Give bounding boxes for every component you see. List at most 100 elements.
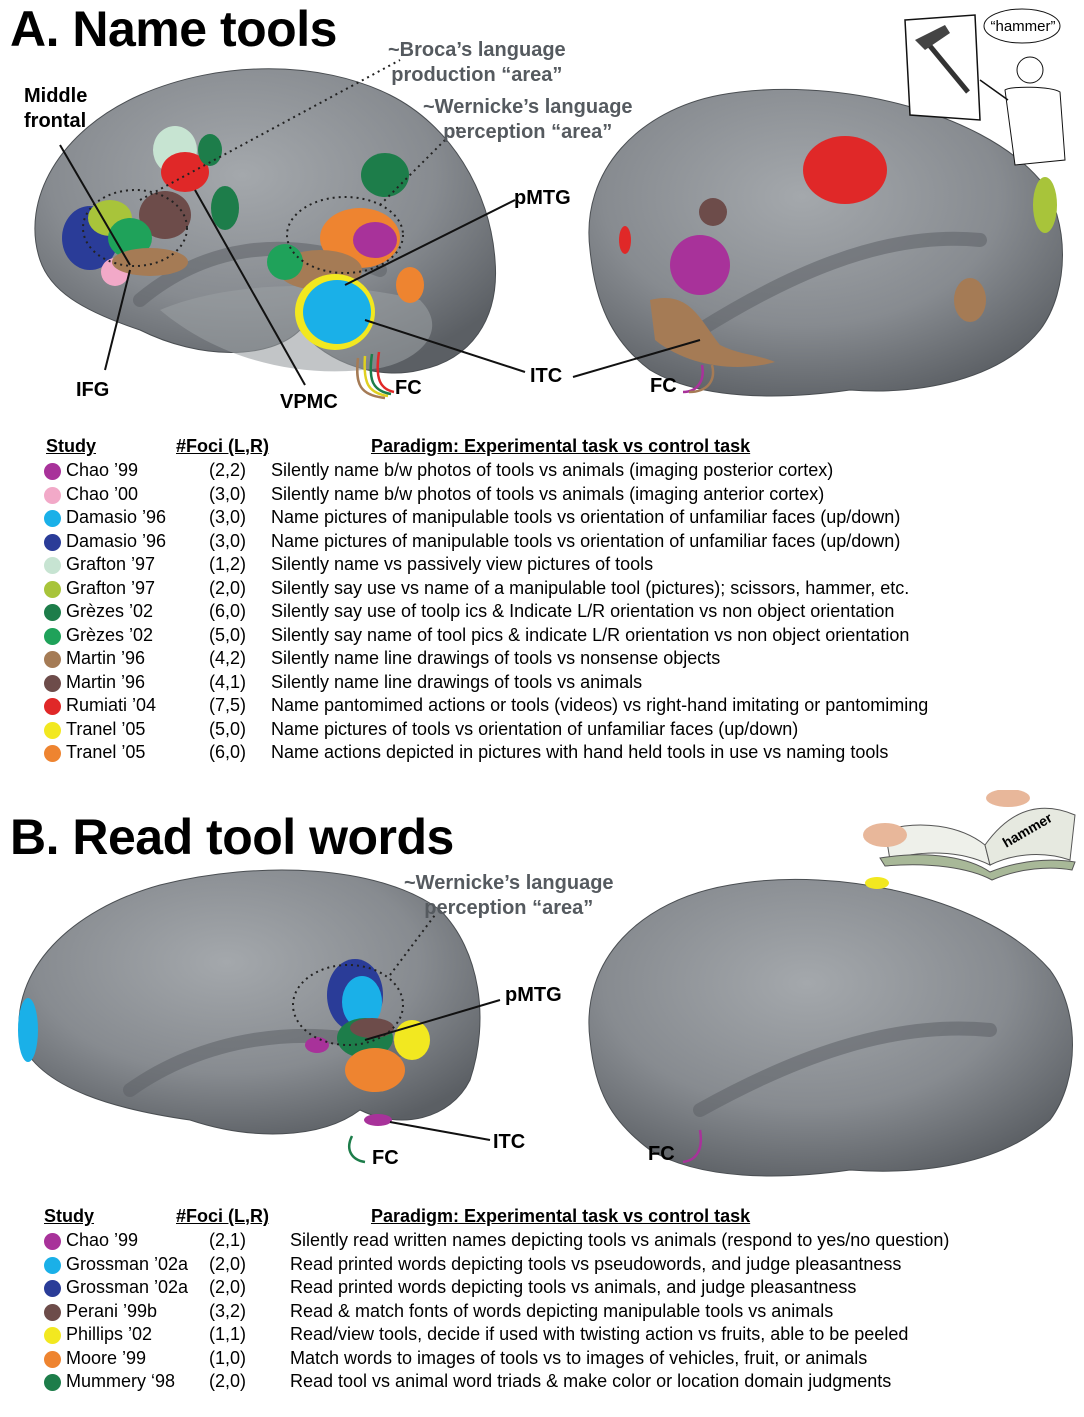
legend-paradigm: Read printed words depicting tools vs an…	[290, 1277, 857, 1297]
legend-study: Phillips ’02	[66, 1324, 153, 1344]
legend-paradigm: Name pictures of manipulable tools vs or…	[271, 530, 901, 551]
legend-color-dot	[44, 510, 61, 527]
legend-study: Perani ’99b	[66, 1300, 158, 1321]
focus-brown	[699, 198, 727, 226]
fc-arrow-yellow	[363, 355, 389, 398]
legend-row: Grèzes ’02(5,0)Silently say name of tool…	[44, 625, 1074, 649]
legend-rows: Chao ’99(2,2)Silently name b/w photos of…	[44, 460, 1074, 766]
legend-study: Chao ’00	[66, 483, 139, 504]
leader-ifg	[104, 269, 131, 371]
legend-row: Grèzes ’02(6,0)Silently say use of toolp…	[44, 601, 1074, 625]
fc-arrow-magenta	[682, 364, 704, 394]
legend-paradigm: Read tool vs animal word triads & make c…	[290, 1371, 892, 1391]
legend-study: Martin ’96	[66, 648, 146, 668]
hammer-handle-icon	[923, 38, 970, 94]
panel-a-legend: Study #Foci (L,R) Paradigm: Experimental…	[44, 436, 1074, 766]
legend-paradigm: Read/view tools, decide if used with twi…	[290, 1324, 909, 1344]
legend-paradigm: Silently say use vs name of a manipulabl…	[271, 577, 910, 598]
fc-arrow-brown	[356, 357, 386, 400]
legend-color-dot	[44, 1374, 61, 1391]
leader-middle-frontal	[59, 144, 131, 266]
hand-left	[863, 823, 907, 847]
legend-color-dot	[44, 580, 61, 598]
legend-header-study: Study	[46, 436, 97, 456]
legend-color-dot	[44, 557, 61, 574]
hammer-head-icon	[915, 25, 950, 50]
legend-foci: (3,2)	[209, 1300, 247, 1321]
legend-study: Chao ’99	[66, 460, 139, 480]
legend-study: Grèzes ’02	[66, 601, 154, 621]
panel-b-legend: Study #Foci (L,R) Paradigm: Experimental…	[44, 1206, 1079, 1395]
fc-left-label-b: FC	[372, 1147, 399, 1169]
fc-arrow-green	[369, 353, 392, 396]
legend-row: Chao ’00(3,0)Silently name b/w photos of…	[44, 484, 1074, 508]
legend-foci: (4,2)	[209, 648, 247, 668]
legend-paradigm: Match words to images of tools vs to ima…	[290, 1347, 868, 1368]
legend-color-dot	[44, 1280, 61, 1297]
legend-color-dot	[44, 651, 61, 668]
legend-study: Grafton ’97	[66, 577, 156, 598]
legend-paradigm: Name actions depicted in pictures with h…	[271, 742, 889, 762]
speech-bubble-text: “hammer”	[990, 18, 1056, 35]
focus-green-dark	[198, 134, 222, 166]
legend-row: Grafton ’97(2,0)Silently say use vs name…	[44, 578, 1074, 602]
legend-header-foci: #Foci (L,R)	[176, 436, 269, 456]
legend-color-dot	[44, 486, 61, 504]
legend-header-foci: #Foci (L,R)	[176, 1206, 269, 1226]
focus-yellow	[865, 877, 889, 889]
legend-study: Tranel ’05	[66, 742, 146, 762]
presenter-illustration	[904, 8, 1066, 166]
legend-foci: (2,0)	[209, 1277, 247, 1297]
legend-study: Damasio ’96	[66, 530, 167, 551]
legend-study: Grèzes ’02	[66, 624, 154, 645]
legend-study: Grossman ’02a	[66, 1253, 189, 1274]
legend-paradigm: Silently say name of tool pics & indicat…	[271, 624, 910, 645]
focus-green-dark-2	[211, 186, 239, 230]
middle-frontal-label: Middle frontal	[24, 85, 88, 132]
broca-label: ~Broca’s language production “area”	[388, 39, 566, 86]
focus-brown	[139, 191, 191, 239]
sylvian-fissure	[693, 1021, 997, 1117]
legend-paradigm: Silently name line drawings of tools vs …	[271, 648, 721, 668]
brain-outline	[588, 88, 1063, 397]
legend-row: Moore ’99(1,0)Match words to images of t…	[44, 1348, 1079, 1372]
focus-magenta	[670, 235, 730, 295]
focus-cyan	[303, 280, 371, 344]
legend-foci: (1,2)	[209, 554, 247, 574]
legend-study: Damasio ’96	[66, 507, 167, 527]
legend-foci: (5,0)	[209, 718, 247, 739]
legend-paradigm: Silently read written names depicting to…	[290, 1230, 950, 1250]
legend-row: Damasio ’96(3,0)Name pictures of manipul…	[44, 531, 1074, 555]
panel-a-right-brain	[572, 88, 1063, 397]
legend-study: Chao ’99	[66, 1230, 139, 1250]
focus-tan	[650, 298, 775, 367]
panel-b-left-brain	[18, 869, 501, 1164]
legend-color-dot	[44, 674, 61, 692]
legend-color-dot	[44, 721, 61, 739]
leader-itc	[364, 319, 526, 373]
legend-row: Phillips ’02(1,1)Read/view tools, decide…	[44, 1324, 1079, 1348]
legend-row: Damasio ’96(3,0)Name pictures of manipul…	[44, 507, 1074, 531]
leader-pmtg	[344, 199, 516, 286]
itc-label-b: ITC	[493, 1131, 526, 1153]
panel-a-title: A. Name tools	[10, 1, 337, 57]
legend-study: Grafton ’97	[66, 554, 156, 574]
legend-color-dot	[44, 1350, 61, 1368]
focus-orange	[345, 1048, 405, 1092]
focus-yellow	[394, 1020, 430, 1060]
focus-orange-2	[396, 267, 424, 303]
legend-row: Tranel ’05(6,0)Name actions depicted in …	[44, 742, 1074, 766]
ifg-label: IFG	[76, 379, 110, 401]
presenter-pointer	[979, 79, 1009, 101]
book-illustration	[863, 790, 1076, 881]
legend-foci: (6,0)	[209, 601, 247, 621]
legend-row: Chao ’99(2,1)Silently read written names…	[44, 1230, 1079, 1254]
legend-foci: (2,0)	[209, 1371, 247, 1391]
legend-paradigm: Silently name line drawings of tools vs …	[271, 671, 643, 692]
presenter-body	[1004, 86, 1066, 166]
legend-row: Martin ’96(4,1)Silently name line drawin…	[44, 672, 1074, 696]
focus-tan	[112, 248, 188, 276]
focus-cyan	[18, 998, 38, 1062]
legend-row: Perani ’99b(3,2)Read & match fonts of wo…	[44, 1301, 1079, 1325]
focus-tan-2	[954, 278, 986, 322]
